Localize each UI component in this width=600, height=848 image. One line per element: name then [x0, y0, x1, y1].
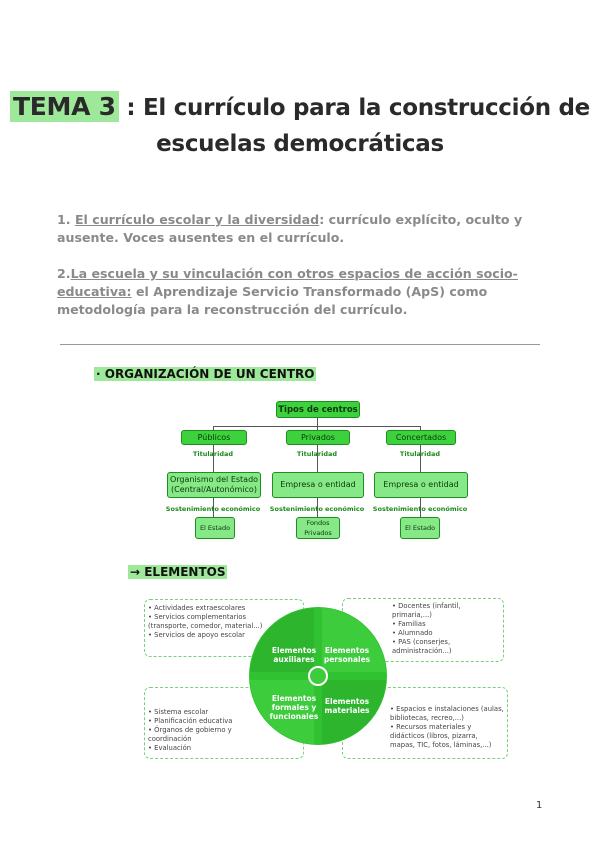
quadrant-formales: [250, 680, 314, 744]
topic-link-1[interactable]: El currículo escolar y la diversidad: [74, 212, 320, 227]
list-item: Alumnado: [392, 629, 500, 638]
list-item: Planificación educativa: [148, 717, 248, 726]
connector: [317, 417, 318, 426]
connector: [317, 444, 318, 474]
materiales-list: Espacios e instalaciones (aulas, bibliot…: [390, 705, 504, 750]
list-item: Sistema escolar: [148, 708, 248, 717]
connector: [420, 496, 421, 518]
list-item: Familias: [392, 620, 500, 629]
org-funding-publicos: El Estado: [195, 517, 235, 539]
sostenimiento-label: Sostenimiento económico: [269, 505, 365, 513]
org-funding-concertados: El Estado: [400, 517, 440, 539]
org-owner-publicos: Organismo del Estado (Central/Autonómico…: [167, 472, 261, 498]
org-owner-concertados: Empresa o entidad: [374, 472, 468, 498]
center-ring: [308, 666, 328, 686]
org-type-concertados: Concertados: [386, 430, 456, 445]
list-item: Actividades extraescolares: [148, 604, 268, 613]
topic-text-2: el Aprendizaje Servicio Transformado (Ap…: [57, 284, 488, 317]
title-rest: : El currículo para la construcción de: [126, 95, 590, 121]
connector: [213, 444, 214, 474]
quadrant-materiales: [322, 680, 386, 744]
formales-list: Sistema escolar Planificación educativa …: [148, 708, 248, 753]
sostenimiento-label: Sostenimiento económico: [165, 505, 261, 513]
connector: [213, 496, 214, 518]
list-item: Órganos de gobierno y coordinación: [148, 726, 248, 744]
topic-text-1: : currículo explícito, oculto y ausente.…: [57, 212, 523, 245]
list-item: Servicios complementarios (transporte, c…: [148, 613, 268, 631]
connector: [317, 496, 318, 518]
quadrant-label-materiales: Elementos materiales: [324, 697, 370, 715]
org-type-publicos: Públicos: [181, 430, 247, 445]
topic-item-2: 2.La escuela y su vinculación con otros …: [57, 265, 527, 319]
org-funding-privados: Fondos Privados: [296, 517, 340, 539]
connector: [420, 426, 421, 431]
titularidad-label: Titularidad: [192, 450, 234, 458]
list-item: Recursos materiales y didácticos (libros…: [390, 723, 504, 750]
list-item: Servicios de apoyo escolar: [148, 631, 268, 640]
titularidad-label: Titularidad: [296, 450, 338, 458]
org-root: Tipos de centros: [276, 401, 360, 418]
quadrant-label-formales: Elementos formales y funcionales: [269, 694, 319, 721]
elements-circle: [249, 607, 387, 745]
item-prefix: 1.: [57, 212, 75, 227]
title-highlight: TEMA 3: [10, 91, 119, 122]
quadrant-auxiliares: [250, 608, 314, 672]
item-prefix: 2.: [57, 266, 71, 281]
connector: [213, 426, 214, 431]
topic-item-1: 1. El currículo escolar y la diversidad:…: [57, 211, 527, 247]
page-title: TEMA 3 : El currículo para la construcci…: [0, 91, 600, 122]
connector: [420, 444, 421, 474]
elements-heading: → ELEMENTOS: [128, 565, 228, 579]
quadrant-personales: [322, 608, 386, 672]
page-title-line2: escuelas democráticas: [156, 131, 444, 157]
org-owner-privados: Empresa o entidad: [272, 472, 364, 498]
list-item: Espacios e instalaciones (aulas, bibliot…: [390, 705, 504, 723]
personales-list: Docentes (infantil, primaria,...) Famili…: [392, 602, 500, 656]
list-item: Docentes (infantil, primaria,...): [392, 602, 500, 620]
titularidad-label: Titularidad: [399, 450, 441, 458]
quadrant-label-personales: Elementos personales: [323, 646, 371, 664]
topic-link-2[interactable]: La escuela y su vinculación con otros es…: [57, 266, 518, 299]
divider: [60, 344, 540, 345]
list-item: Evaluación: [148, 744, 248, 753]
sostenimiento-label: Sostenimiento económico: [372, 505, 468, 513]
list-item: PAS (conserjes, administración...): [392, 638, 500, 656]
connector: [317, 426, 318, 431]
org-type-privados: Privados: [286, 430, 350, 445]
page-number: 1: [536, 800, 543, 811]
org-heading: · ORGANIZACIÓN DE UN CENTRO: [94, 367, 317, 381]
quadrant-label-auxiliares: Elementos auxiliares: [271, 646, 317, 664]
auxiliares-list: Actividades extraescolares Servicios com…: [148, 604, 268, 640]
